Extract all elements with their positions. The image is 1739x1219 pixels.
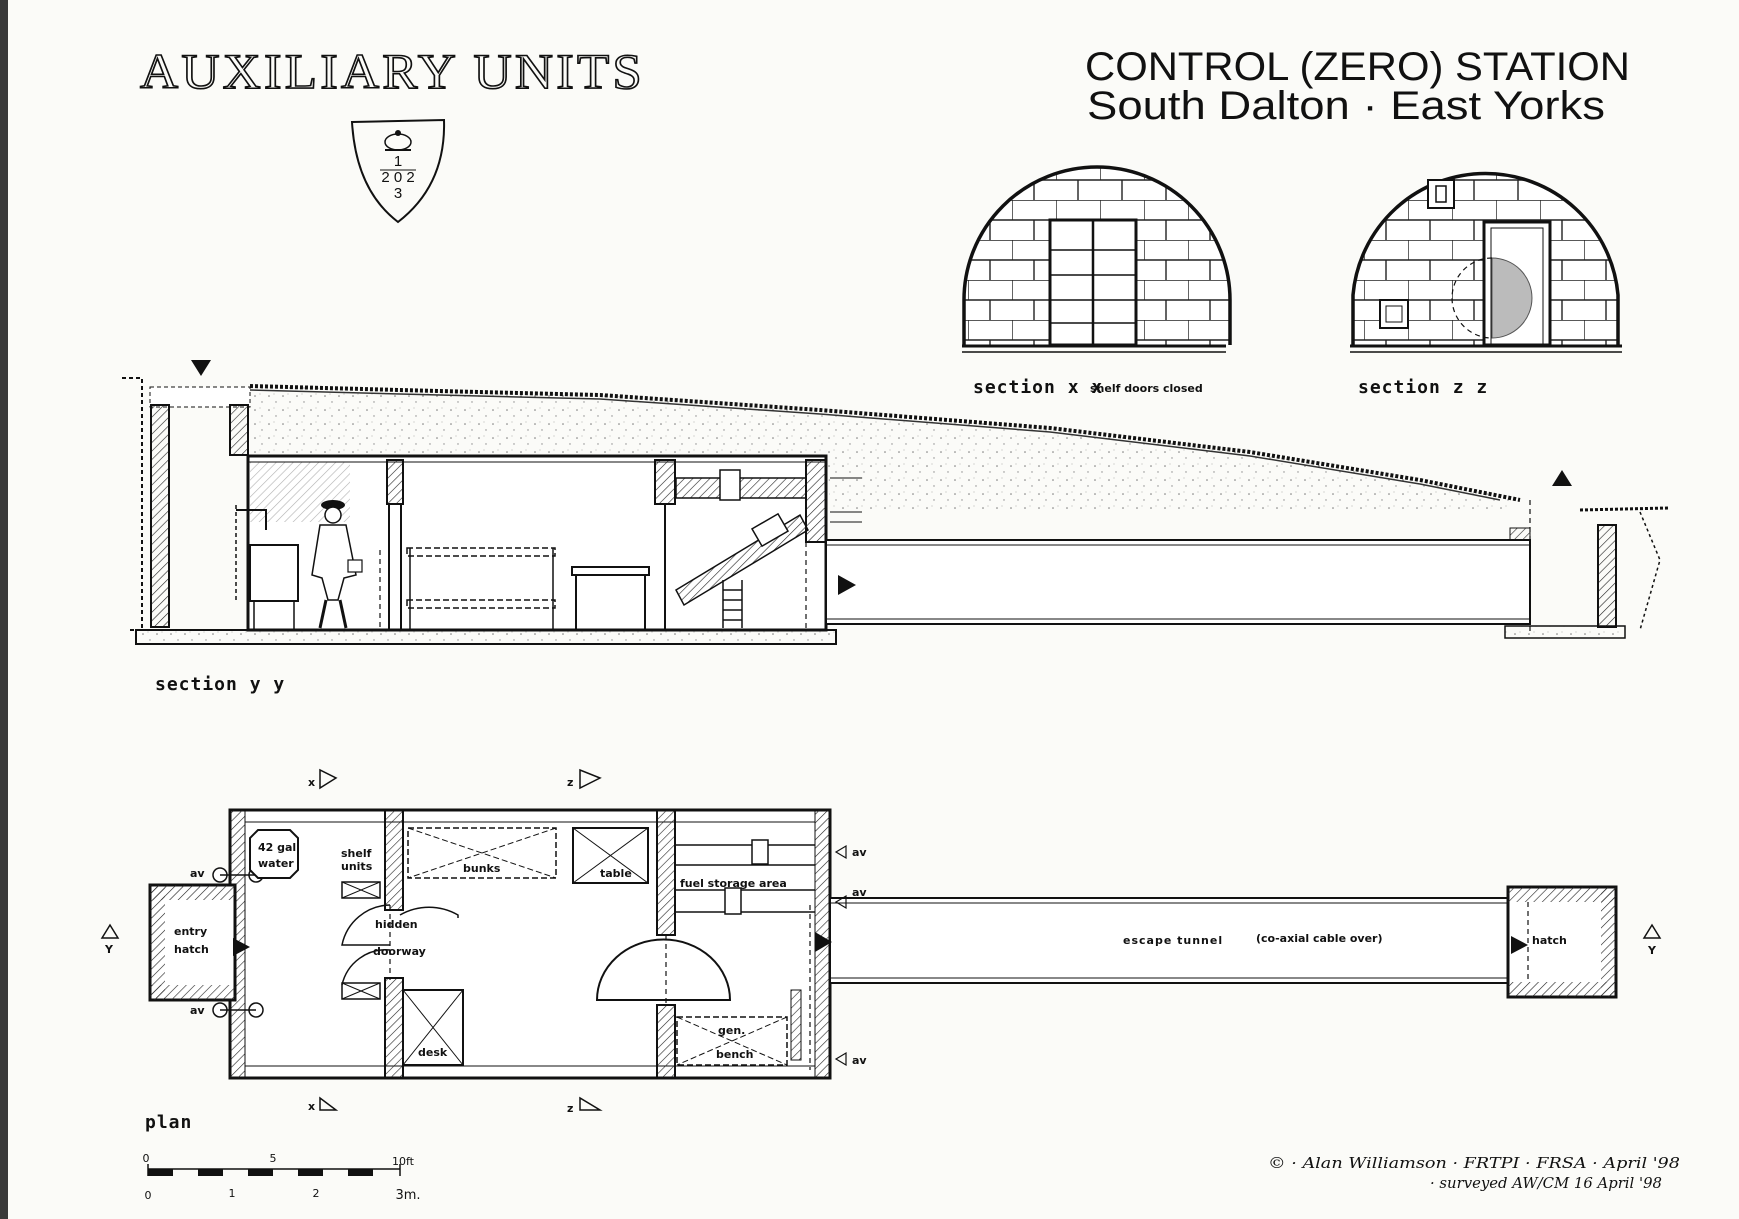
- exit-arrow-icon: [1511, 936, 1528, 954]
- label-av-2: av: [190, 1004, 205, 1017]
- label-shelf-2: units: [341, 860, 373, 873]
- station-location: South Dalton · East Yorks: [1087, 84, 1605, 128]
- marker-y-left-icon: [100, 923, 120, 939]
- plan-drawing: [100, 768, 1662, 1111]
- table-elevation: [571, 566, 650, 630]
- tunnel-arrow-icon: [815, 932, 832, 952]
- bunks-plan: [407, 827, 557, 879]
- entry-shaft-wall: [150, 404, 170, 628]
- badge-bottom: 3: [394, 185, 402, 202]
- section-xx-title: section x x: [973, 377, 1103, 398]
- scale-ft-0: 0: [143, 1152, 150, 1165]
- direction-arrow-icon: [838, 575, 856, 595]
- label-hatch: hatch: [1532, 934, 1567, 947]
- entry-arrow-icon: [233, 938, 250, 956]
- scale-ft-5: 5: [270, 1152, 277, 1165]
- small-hatch: [1379, 299, 1409, 329]
- label-shelf-1: shelf: [341, 847, 372, 860]
- section-marker-right-icon: [1552, 470, 1572, 486]
- marker-x-bottom: x: [308, 1100, 315, 1113]
- partition-wall-2: [654, 459, 676, 505]
- marker-z-top: z: [567, 776, 573, 789]
- label-bunks: bunks: [463, 862, 501, 875]
- credit-line-1: © · Alan Williamson · FRTPI · FRSA · Apr…: [1268, 1154, 1680, 1172]
- hidden-door-swing-plan: [595, 938, 732, 1001]
- badge-middle: 2 0 2: [381, 169, 414, 186]
- label-water-2: water: [258, 857, 294, 870]
- label-doorway: doorway: [373, 945, 426, 958]
- label-hidden: hidden: [375, 918, 418, 931]
- soldier-figure: [311, 500, 363, 629]
- desk-plan: [402, 989, 464, 1066]
- section-zz-title: section z z: [1358, 377, 1488, 398]
- scale-m-1: 1: [229, 1187, 236, 1200]
- label-entry-2: hatch: [174, 943, 209, 956]
- escape-tunnel-section: [825, 539, 1531, 625]
- section-yy-title: section y y: [155, 674, 285, 695]
- station-title: CONTROL (ZERO) STATION: [1085, 45, 1630, 89]
- exit-shaft-wall: [1597, 524, 1617, 628]
- label-cable: (co-axial cable over): [1256, 932, 1383, 945]
- label-bench: bench: [716, 1048, 754, 1061]
- section-zz-drawing: [1350, 171, 1622, 353]
- brand-title: AUXILIARY UNITS: [140, 43, 645, 99]
- escape-tunnel-plan: [829, 897, 1511, 984]
- marker-x-top: x: [308, 776, 315, 789]
- marker-x-bottom-icon: [319, 1096, 339, 1111]
- badge-top: 1: [394, 153, 402, 170]
- vent-box: [1427, 179, 1455, 209]
- label-entry-1: entry: [174, 925, 207, 938]
- marker-y-right-icon: [1642, 923, 1662, 939]
- marker-z-bottom-icon: [579, 1096, 603, 1111]
- generator-bench: [676, 1016, 788, 1066]
- label-av-3: av: [852, 846, 867, 859]
- scale-bar: 0 5 10ft 0 1 2 3m.: [143, 1152, 421, 1203]
- marker-y-left: Y: [104, 943, 114, 956]
- scale-m-0: 0: [145, 1189, 152, 1202]
- end-wall: [805, 459, 827, 543]
- label-fuel: fuel storage area: [680, 877, 787, 890]
- scale-m-3: 3m.: [395, 1188, 420, 1203]
- crown-icon: [384, 130, 412, 151]
- marker-y-right: Y: [1647, 944, 1657, 957]
- label-table: table: [600, 867, 632, 880]
- plan-chamber: [228, 808, 832, 1080]
- section-xx-note: shelf doors closed: [1090, 382, 1203, 395]
- water-tank: [249, 544, 299, 602]
- credit-line-2: · surveyed AW/CM 16 April '98: [1430, 1174, 1662, 1192]
- plan-title: plan: [145, 1112, 192, 1133]
- marker-z-bottom: z: [567, 1102, 573, 1115]
- label-av-1: av: [190, 867, 205, 880]
- label-water-1: 42 gal: [258, 841, 296, 854]
- label-gen: gen.: [718, 1024, 745, 1037]
- label-desk: desk: [418, 1046, 448, 1059]
- water-tank-plan: [249, 829, 299, 879]
- scale-ft-10: 10ft: [392, 1155, 415, 1168]
- label-tunnel: escape tunnel: [1123, 934, 1223, 947]
- section-xx-drawing: [962, 165, 1232, 353]
- scale-m-2: 2: [313, 1187, 320, 1200]
- bunk-beds: [406, 547, 556, 630]
- marker-x-top-icon: [319, 768, 338, 790]
- table-plan: [572, 827, 649, 884]
- marker-z-top-icon: [579, 768, 602, 790]
- partition-wall-1: [386, 459, 404, 505]
- label-av-5: av: [852, 1054, 867, 1067]
- section-yy-drawing: [122, 360, 1669, 645]
- label-av-4: av: [852, 886, 867, 899]
- binding-edge: [0, 0, 8, 1219]
- ladder: [722, 580, 743, 628]
- section-marker-left-icon: [191, 360, 211, 376]
- hidden-doorway-swing: [341, 904, 391, 946]
- unit-badge: 1 2 0 2 3: [350, 118, 446, 224]
